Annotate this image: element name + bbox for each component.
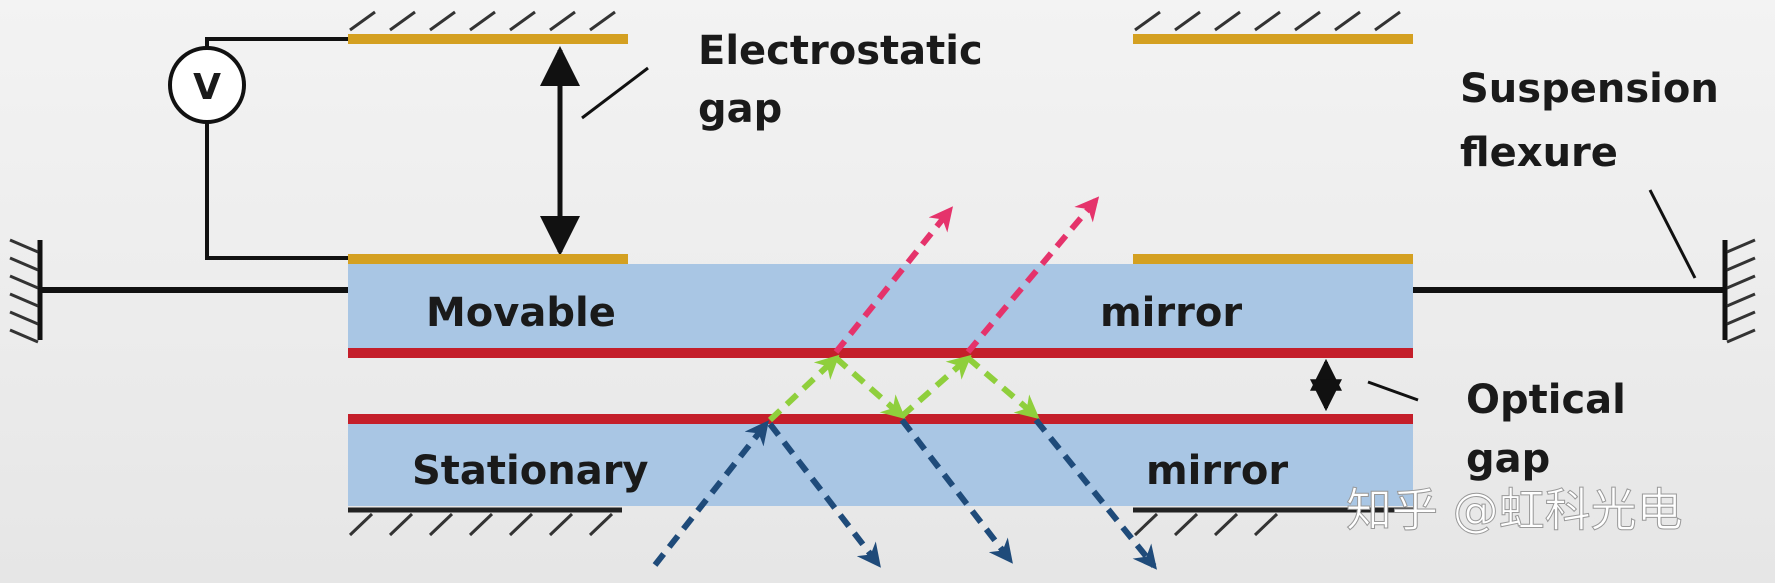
internal-beam-4 (966, 355, 1040, 420)
optical-gap-label-2: gap (1466, 436, 1550, 482)
hatched-ground-icon (1133, 512, 1279, 537)
incident-beam (652, 420, 769, 567)
reflected-beam-2 (899, 418, 1013, 564)
suspension-leader-line (1648, 189, 1697, 279)
output-beam-1 (833, 206, 954, 354)
stationary-mirror-label: mirror (1146, 448, 1288, 494)
movable-mirror-coating (348, 348, 1413, 358)
stationary-label: Stationary (412, 448, 649, 494)
reflected-beam-1 (767, 422, 881, 568)
suspension-flexure-label-2: flexure (1460, 130, 1618, 176)
internal-beam-2 (834, 355, 906, 420)
hatched-ground-icon (9, 238, 39, 344)
movable-mirror-label: mirror (1100, 290, 1242, 336)
light-rays (652, 196, 1158, 570)
optical-gap-label: Optical (1466, 377, 1626, 423)
voltmeter-icon: V (168, 46, 246, 124)
movable-label: Movable (426, 290, 616, 336)
hatched-ground-icon (348, 512, 614, 537)
reflected-beam-3 (1033, 418, 1158, 570)
electrostatic-gap-label: Electrostatic (698, 28, 983, 74)
internal-beam-3 (900, 354, 972, 419)
hatched-ground-icon (349, 10, 616, 32)
top-right-electrode (1133, 34, 1413, 44)
internal-beam-1 (767, 354, 840, 423)
hatched-ground-icon (1134, 10, 1401, 32)
stationary-mirror-coating (348, 414, 1413, 424)
movable-mirror-body (348, 264, 1413, 348)
electrostatic-leader-line (581, 66, 649, 120)
svg-text:V: V (193, 67, 221, 108)
top-left-electrode (348, 34, 628, 44)
movable-mirror-top-electrode-right (1133, 254, 1413, 264)
top-left-ground (349, 10, 616, 32)
electrostatic-gap-label-2: gap (698, 86, 782, 132)
suspension-flexure-label: Suspension (1460, 66, 1719, 112)
output-beam-2 (965, 196, 1100, 354)
top-right-ground (1134, 10, 1401, 32)
watermark: 知乎 @虹科光电 (1346, 483, 1683, 537)
hatched-ground-icon (1726, 238, 1756, 344)
stationary-mirror-body (348, 424, 1413, 506)
movable-mirror-top-electrode-left (348, 254, 628, 264)
optical-leader-line (1367, 380, 1419, 402)
